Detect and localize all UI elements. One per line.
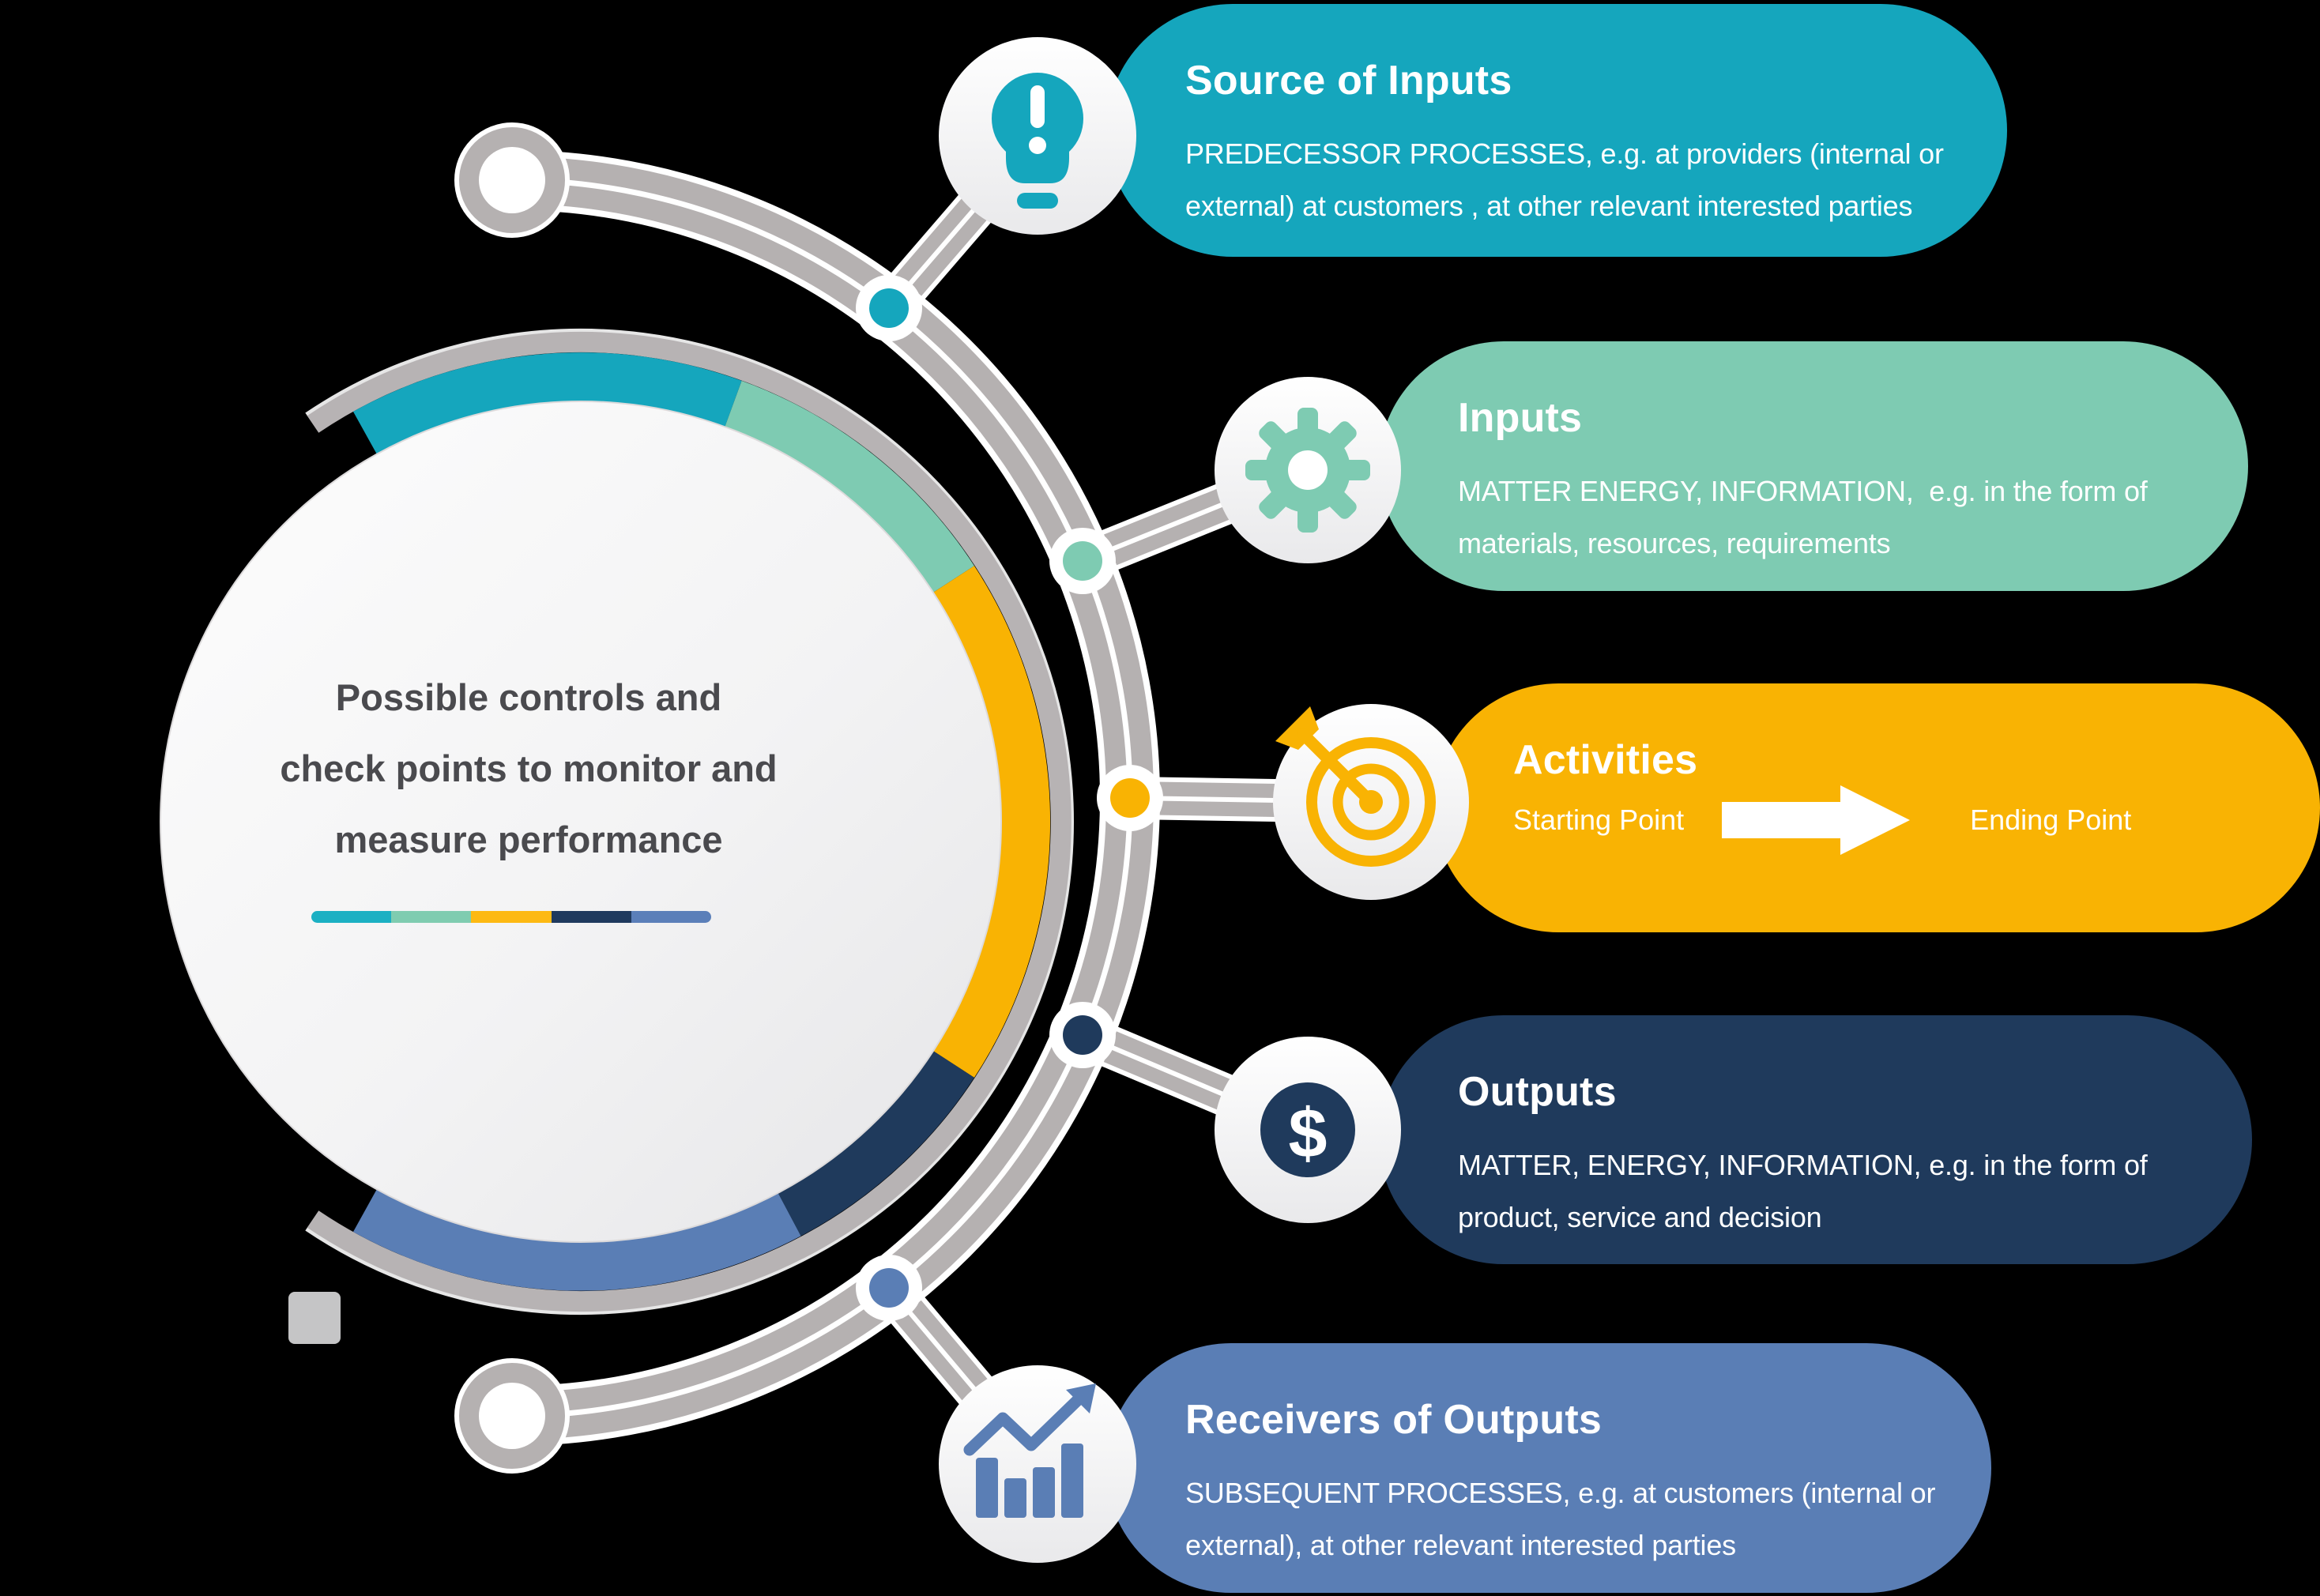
dollar-glyph: $: [1289, 1094, 1328, 1173]
arrow-head: [1840, 785, 1911, 855]
gear-icon: [1245, 408, 1370, 533]
branch-centerlines: [887, 134, 1372, 1466]
arc-segment-source: [352, 352, 742, 455]
node-dot-source: [869, 288, 909, 328]
step-description: MATTER, ENERGY, INFORMATION, e.g. in the…: [1458, 1149, 2156, 1233]
node-dot-inputs: [1063, 541, 1102, 581]
divider-segment: [551, 911, 631, 923]
step-card-activities: Activities Starting Point Ending Point: [1434, 683, 2320, 932]
activities-flow-row: Starting Point Ending Point: [1513, 785, 2288, 855]
arc-segment-inputs: [725, 380, 974, 593]
endpoint-bottom: [454, 1358, 570, 1474]
node-dot-outputs: [1063, 1015, 1102, 1055]
arc-segment-receivers: [352, 1188, 801, 1291]
trend-arrowhead: [1066, 1383, 1096, 1413]
step-card-receivers-of-outputs: Receivers of Outputs SUBSEQUENT PROCESSE…: [1106, 1343, 1991, 1593]
icon-disc-inputs: [1215, 377, 1401, 563]
divider-segment: [311, 911, 392, 923]
arrow-right-icon: [1722, 785, 1911, 855]
color-divider-bar: [311, 911, 711, 923]
decorative-square: [288, 1292, 341, 1344]
icon-disc-outputs: [1215, 1037, 1401, 1223]
dollar-icon: $: [1260, 1082, 1355, 1177]
divider-segment: [631, 911, 711, 923]
ending-point-label: Ending Point: [1970, 804, 2132, 836]
milestone-nodes: [856, 275, 1163, 1321]
arc-segment-outputs: [778, 1050, 974, 1237]
divider-segment: [471, 911, 552, 923]
center-caption-line: check points to monitor and: [280, 747, 778, 789]
arc-segment-activities: [933, 566, 1050, 1078]
step-title: Inputs: [1458, 395, 1583, 441]
center-caption: Possible controls and check points to mo…: [213, 662, 845, 923]
endpoint-top: [454, 122, 570, 238]
node-dot-receivers: [869, 1268, 909, 1308]
step-card-source-of-inputs: Source of Inputs PREDECESSOR PROCESSES, …: [1106, 4, 2007, 257]
connector-branches: [872, 122, 1372, 1478]
starting-point-label: Starting Point: [1513, 804, 1685, 836]
target-dart-icon: [1275, 706, 1436, 867]
center-caption-line: measure performance: [334, 819, 723, 860]
chart-bars: [976, 1444, 1083, 1518]
step-description: PREDECESSOR PROCESSES, e.g. at providers…: [1185, 137, 1952, 222]
step-title: Receivers of Outputs: [1185, 1397, 1603, 1443]
arrow-tail: [1722, 802, 1841, 838]
step-title: Outputs: [1458, 1069, 1617, 1115]
chart-increase-icon: [963, 1383, 1096, 1518]
node-dot-activities: [1110, 778, 1150, 818]
icon-discs: [939, 37, 1469, 1563]
step-title: Activities: [1513, 737, 1698, 783]
step-card-inputs: Inputs MATTER ENERGY, INFORMATION, e.g. …: [1379, 341, 2248, 591]
step-description: MATTER ENERGY, INFORMATION, e.g. in the …: [1458, 475, 2156, 559]
center-caption-line: Possible controls and: [335, 676, 722, 718]
lightbulb-exclamation-icon: [992, 73, 1083, 209]
endpoint-bottom-dot: [479, 1383, 545, 1449]
endpoint-top-dot: [479, 147, 545, 213]
divider-segment: [391, 911, 472, 923]
step-description: SUBSEQUENT PROCESSES, e.g. at customers …: [1185, 1477, 1944, 1561]
step-title: Source of Inputs: [1185, 58, 1512, 104]
step-card-outputs: Outputs MATTER, ENERGY, INFORMATION, e.g…: [1379, 1015, 2252, 1264]
trend-line: [963, 1390, 1088, 1456]
